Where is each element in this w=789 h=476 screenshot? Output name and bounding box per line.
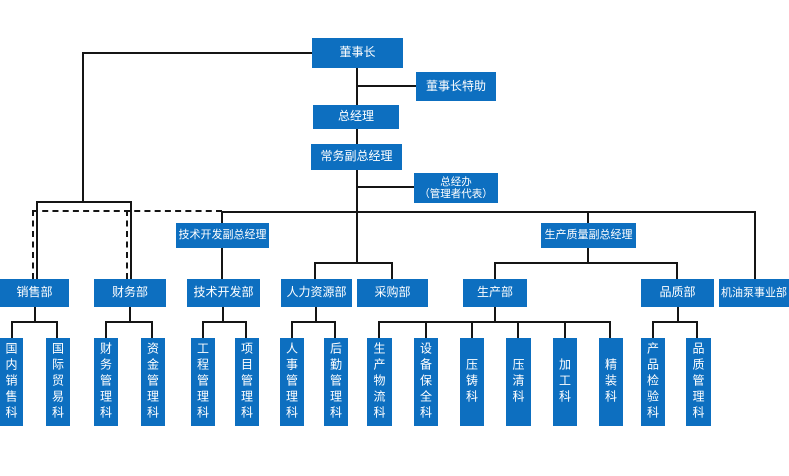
connector-line: [36, 201, 38, 279]
section-box: 工程管理科: [191, 338, 215, 426]
connector-line: [151, 321, 153, 338]
connector-line: [391, 262, 393, 279]
section-box: 资金管理科: [141, 338, 165, 426]
connector-line: [130, 201, 132, 279]
section-box: 加工科: [553, 338, 577, 426]
connector-line: [315, 306, 317, 322]
connector-line: [696, 321, 698, 338]
connector-line: [291, 321, 336, 323]
connector-line: [652, 321, 698, 323]
connector-line: [356, 169, 358, 264]
section-box: 后勤管理科: [324, 338, 348, 426]
dept-oil-pump: 机油泵事业部: [719, 279, 789, 307]
section-box: 国内销售科: [0, 338, 23, 426]
connector-line: [129, 306, 131, 322]
node-general-manager: 总经理: [313, 105, 399, 129]
connector-line: [36, 201, 132, 203]
section-box: 财务管理科: [94, 338, 118, 426]
dept-quality: 品质部: [641, 279, 714, 307]
section-box: 人事管理科: [280, 338, 304, 426]
node-chairman: 董事长: [312, 38, 403, 68]
connector-line: [105, 321, 153, 323]
dept-hr: 人力资源部: [281, 279, 352, 307]
connector-line: [334, 321, 336, 338]
dept-tech-dev: 技术开发部: [187, 279, 260, 307]
connector-line: [494, 262, 678, 264]
connector-line: [494, 262, 496, 279]
connector-line: [494, 306, 496, 322]
section-box: 国际贸易科: [46, 338, 70, 426]
connector-line: [105, 321, 107, 338]
connector-line: [291, 321, 293, 338]
connector-line: [314, 262, 393, 264]
connector-line: [356, 85, 417, 87]
connector-line: [378, 321, 380, 338]
node-production-quality-deputy-gm: 生产质量副总经理: [541, 223, 636, 248]
node-gm-office-line1: 总经办: [440, 175, 472, 188]
connector-line: [82, 52, 313, 54]
connector-line: [11, 321, 13, 338]
connector-line: [676, 262, 678, 279]
connector-line: [34, 306, 36, 322]
connector-line: [202, 321, 204, 338]
connector-line: [652, 321, 654, 338]
dept-finance: 财务部: [94, 279, 166, 307]
connector-line: [221, 211, 756, 213]
connector-line: [677, 306, 679, 322]
connector-line: [564, 321, 566, 338]
connector-line: [11, 321, 58, 323]
connector-line: [517, 321, 519, 338]
section-box: 项目管理科: [235, 338, 259, 426]
connector-line: [221, 211, 223, 224]
connector-line: [378, 321, 611, 323]
section-box: 压铸科: [460, 338, 484, 426]
node-executive-deputy-gm: 常务副总经理: [311, 144, 402, 170]
node-gm-office-line2: （管理者代表）: [419, 188, 493, 200]
connector-line: [82, 52, 84, 202]
connector-line: [202, 321, 247, 323]
connector-line: [587, 211, 589, 224]
section-box: 生产物流科: [367, 338, 392, 426]
connector-line: [754, 211, 756, 279]
connector-line: [222, 306, 224, 322]
section-box: 产品检验科: [641, 338, 665, 426]
dept-sales: 销售部: [0, 279, 69, 307]
dept-purchasing: 采购部: [357, 279, 428, 307]
connector-line: [56, 321, 58, 338]
connector-line-dashed: [126, 210, 128, 279]
section-box: 精装科: [599, 338, 623, 426]
connector-line: [356, 129, 358, 145]
node-tech-dev-deputy-gm: 技术开发副总经理: [176, 223, 269, 248]
section-box: 品质管理科: [686, 338, 711, 426]
connector-line: [314, 262, 316, 279]
connector-line-dashed: [32, 210, 34, 279]
connector-line: [221, 247, 223, 279]
connector-line: [587, 247, 589, 263]
section-box: 设备保全科: [414, 338, 438, 426]
connector-line: [471, 321, 473, 338]
section-box: 压清科: [506, 338, 531, 426]
connector-line: [425, 321, 427, 338]
connector-line: [245, 321, 247, 338]
node-gm-office: 总经办 （管理者代表）: [414, 173, 498, 203]
connector-line: [356, 186, 415, 188]
node-chairman-assistant: 董事长特助: [416, 72, 496, 101]
connector-line: [609, 321, 611, 338]
dept-production: 生产部: [463, 279, 527, 307]
